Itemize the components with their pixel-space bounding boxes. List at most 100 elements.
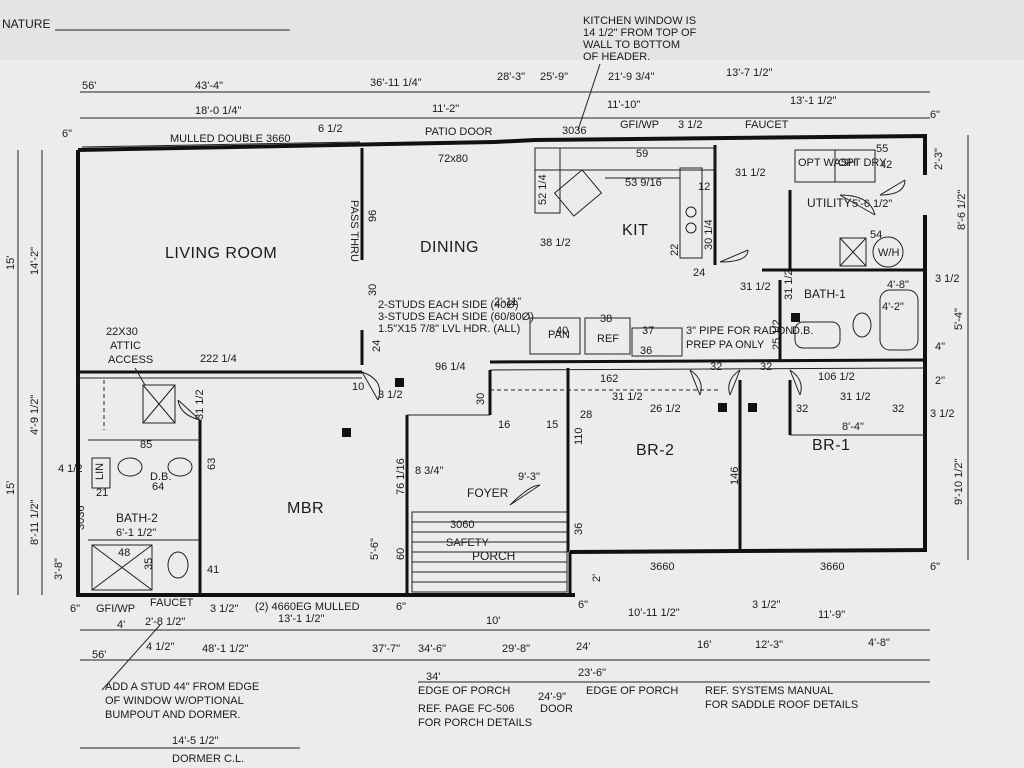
- studs-1: 3-STUDS EACH SIDE (60/80Ø): [378, 311, 534, 323]
- dim-top3-3: 6": [62, 128, 72, 140]
- dim-top1-6: 13'-7 1/2": [726, 67, 772, 79]
- porchref-1: FOR PORCH DETAILS: [418, 717, 532, 729]
- dim-right-7: 9'-10 1/2": [953, 459, 965, 505]
- idim-18: 26 1/2: [650, 403, 681, 415]
- top-dimension-row-1: 56' 43'-4" 36'-11 1/4" 28'-3" 25'-9" 21'…: [80, 67, 930, 93]
- dim-bot2-6: 16': [697, 639, 711, 651]
- door-swings: [177, 179, 906, 506]
- bath1-fixtures: D.B.: [792, 289, 919, 351]
- idim-0: 222 1/4: [200, 353, 237, 365]
- wh-label: W/H: [878, 247, 899, 259]
- laundry-area: OPT WASH OPT DRY W/H: [794, 149, 904, 268]
- w3660-left: 3660: [650, 561, 674, 573]
- idim-63: 4'-2": [882, 301, 904, 313]
- db-bath1: D.B.: [792, 325, 813, 337]
- dim-left-8: 6": [70, 603, 80, 615]
- porch-steps: 3060 SAFETY: [411, 511, 568, 593]
- room-mbr: MBR: [287, 500, 324, 517]
- kitchen-cabinets: PAN REF: [529, 147, 716, 357]
- addstud-0: ADD A STUD 44" FROM EDGE: [105, 681, 259, 693]
- dormer-dim: 14'-5 1/2": [172, 735, 218, 747]
- dim-bot2-0: 56': [92, 649, 106, 661]
- interior-dimensions: 222 1/4 96 1/4 162 106 1/2 85 96 30 24 3…: [96, 143, 909, 653]
- dim-top3-4: 6": [930, 109, 940, 121]
- idim-56: 40: [556, 325, 568, 337]
- dim-bot1-4: 6": [578, 599, 588, 611]
- sysref-0: REF. SYSTEMS MANUAL: [705, 685, 833, 697]
- idim-26: 146: [729, 467, 741, 485]
- signature-label: NATURE: [2, 17, 50, 31]
- radon-marker-3: [718, 403, 727, 412]
- room-utility: UTILITY: [807, 196, 852, 210]
- idim-49: 55: [876, 143, 888, 155]
- idim-53: 25 1/2: [771, 319, 783, 350]
- idim-32: 35: [143, 558, 155, 570]
- idim-33: 6'-1 1/2": [116, 527, 156, 539]
- room-bath2: BATH-2: [116, 511, 158, 525]
- w3660-right: 3660: [820, 561, 844, 573]
- idim-64: 2': [591, 574, 603, 582]
- opt-wash: OPT WASH: [798, 157, 856, 169]
- dim-bot1-3: 6": [396, 601, 406, 613]
- idim-4: 85: [140, 439, 152, 451]
- room-foyer: FOYER: [467, 486, 509, 500]
- idim-59: 36: [640, 345, 652, 357]
- studs-2: 1.5"X15 7/8" LVL HDR. (ALL): [378, 323, 520, 335]
- idim-28: 60: [395, 548, 407, 560]
- radon-marker-2: [342, 428, 351, 437]
- window-3036-label: 3036: [562, 125, 586, 137]
- dim-right-8: 6": [930, 561, 940, 573]
- dim-right-1: 8'-6 1/2": [956, 190, 968, 230]
- studs-0: 2-STUDS EACH SIDE (40Ø): [378, 299, 519, 311]
- dim-bot2-8: 4'-8": [868, 637, 890, 649]
- dim-top1-4: 25'-9": [540, 71, 568, 83]
- dim-top1-2: 36'-11 1/4": [370, 77, 422, 89]
- dim-right-6: 3 1/2: [930, 408, 954, 420]
- idim-57: 38: [600, 313, 612, 325]
- dormer-cl: DORMER C.L.: [172, 753, 244, 765]
- room-porch: PORCH: [472, 549, 515, 563]
- dim-left-6: 3'-8": [53, 558, 65, 580]
- gfi-wp-label: GFI/WP: [620, 119, 659, 131]
- lin-label: LIN: [94, 463, 106, 480]
- dim-bot1-7: 11'-9": [818, 609, 845, 621]
- dim-top1-3: 28'-3": [497, 71, 525, 83]
- right-dimensions: 2'-3" 8'-6 1/2" 3 1/2 5'-4" 4" 2" 3 1/2 …: [930, 135, 969, 573]
- attic-1: ATTIC: [110, 340, 141, 352]
- idim-65: 2'-8 1/2": [145, 616, 185, 628]
- idim-20: 32: [760, 361, 772, 373]
- idim-13: 76 1/16: [395, 458, 407, 495]
- radon-marker-4: [748, 403, 757, 412]
- idim-31: 48: [118, 547, 130, 559]
- kw-note-0: KITCHEN WINDOW IS: [583, 15, 696, 27]
- ref-label: REF: [597, 333, 619, 345]
- dim-top1-0: 56': [82, 80, 96, 92]
- mulled-double-label: MULLED DOUBLE 3660: [170, 133, 290, 145]
- idim-3: 106 1/2: [818, 371, 855, 383]
- radon-marker-5: [791, 313, 800, 322]
- radon-marker-1: [395, 378, 404, 387]
- left-dimensions: 15' 14'-2" 15' 4'-9 1/2" 4 1/2 8'-11 1/2…: [5, 150, 87, 615]
- sysref-1: FOR SADDLE ROOF DETAILS: [705, 699, 858, 711]
- door-label: DOOR: [540, 703, 573, 715]
- idim-52: 54: [870, 229, 882, 241]
- idim-37: 15: [546, 419, 558, 431]
- dim-top1-1: 43'-4": [195, 80, 223, 92]
- idim-22: 31 1/2: [840, 391, 871, 403]
- room-living: LIVING ROOM: [165, 245, 277, 262]
- dim-bot1-5: 10'-11 1/2": [628, 607, 680, 619]
- dim-top2-0: 18'-0 1/4": [195, 105, 241, 117]
- faucet-label: FAUCET: [745, 119, 789, 131]
- top-dimension-row-2: 18'-0 1/4" 11'-2" 11'-10" 13'-1 1/2": [80, 95, 930, 119]
- patio-size-label: 72x80: [438, 153, 468, 165]
- idim-46: 12: [698, 181, 710, 193]
- idim-60: 3 1/2: [378, 389, 402, 401]
- dim-bot1-6: 3 1/2": [752, 599, 780, 611]
- kitchen-window-note: KITCHEN WINDOW IS 14 1/2" FROM TOP OF WA…: [577, 15, 697, 131]
- pan-label: PAN: [548, 329, 570, 341]
- radon-0: 3" PIPE FOR RADON: [686, 325, 793, 337]
- idim-58: 37: [642, 325, 654, 337]
- idim-6: 30: [367, 284, 379, 296]
- room-bath1: BATH-1: [804, 287, 846, 301]
